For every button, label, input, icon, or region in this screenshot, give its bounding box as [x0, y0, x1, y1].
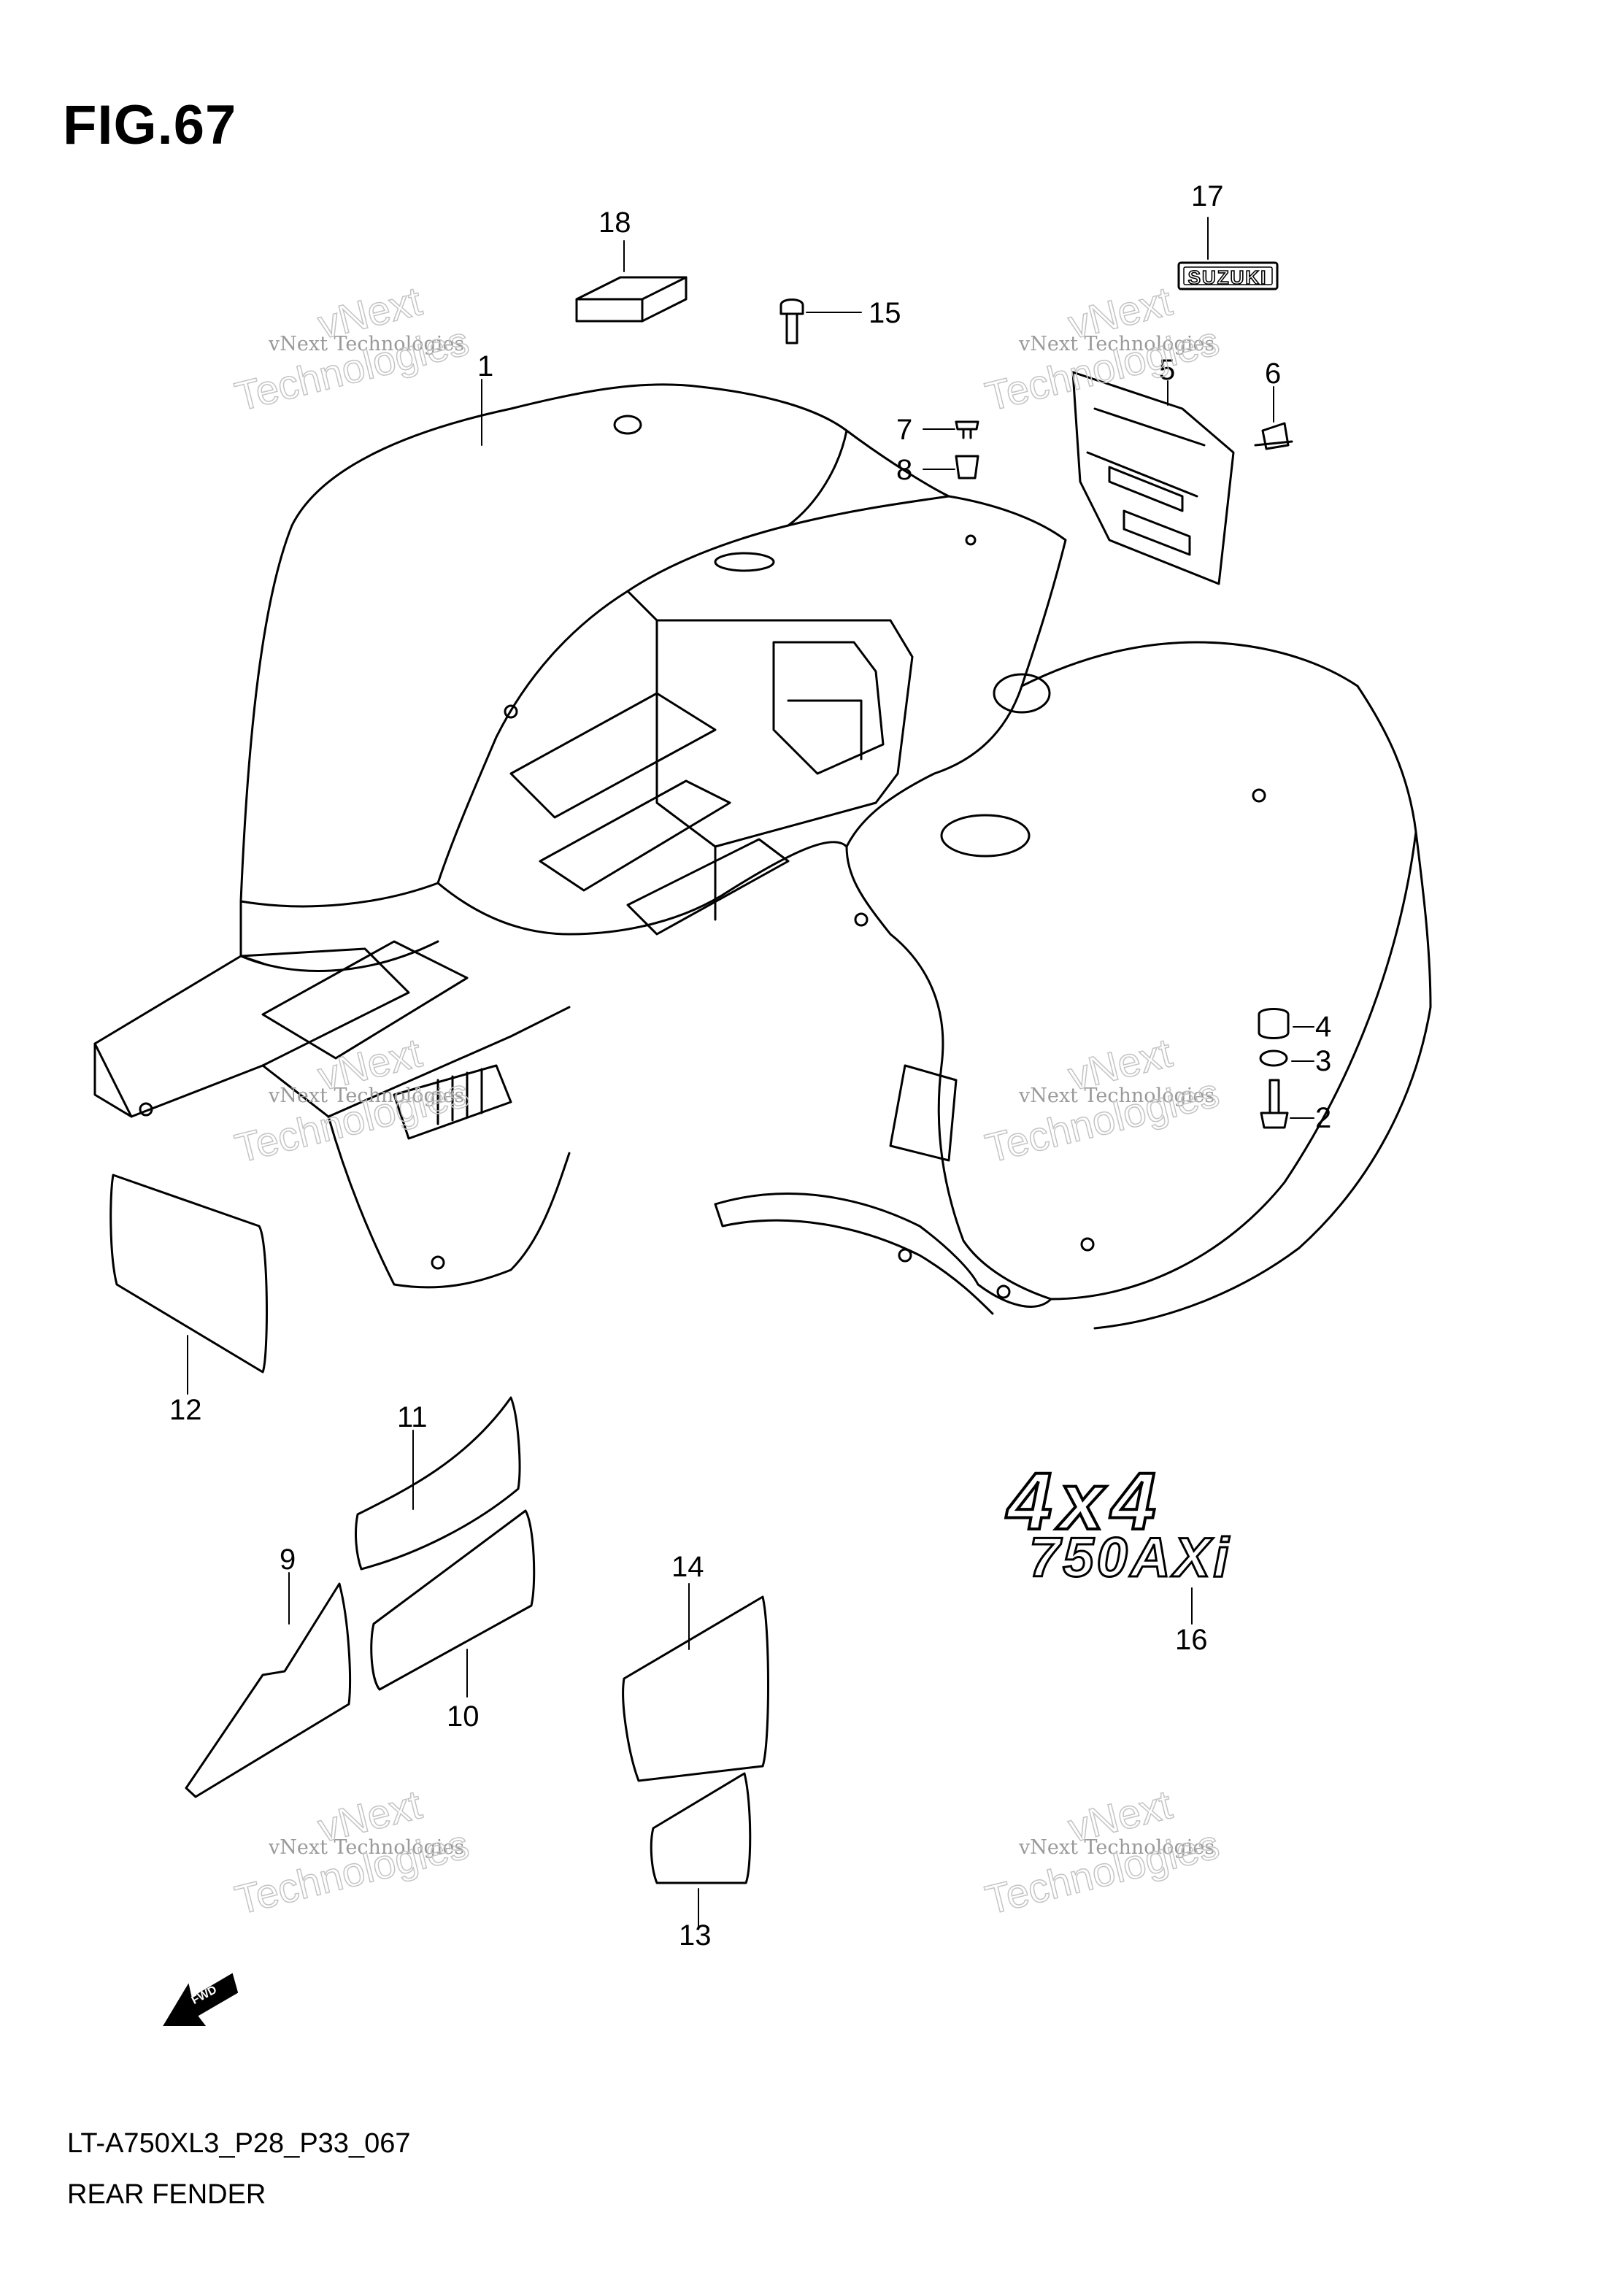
callout-7: 7	[896, 414, 912, 446]
decal-14	[622, 1595, 769, 1782]
watermark-bottom-right: vNext Technologies Technologies vNext	[980, 1781, 1224, 1924]
4x4-750axi-decal: 4x4 750AXi	[1004, 1455, 1232, 1590]
license-bracket	[1071, 371, 1235, 585]
watermark-top-right: vNext Technologies Technologies vNext	[980, 277, 1224, 420]
callout-5: 5	[1159, 354, 1175, 386]
callout-6: 6	[1265, 358, 1281, 390]
suzuki-text: SUZUKI	[1188, 266, 1268, 288]
decal-text-750axi: 750AXi	[1029, 1527, 1232, 1589]
callout-17: 17	[1191, 180, 1224, 212]
callout-9: 9	[280, 1544, 296, 1576]
callout-14: 14	[671, 1551, 704, 1583]
decal-11	[355, 1396, 521, 1571]
decal-text-4x4: 4x4	[1006, 1457, 1163, 1546]
callout-11: 11	[397, 1401, 428, 1433]
block-18	[575, 276, 688, 323]
rear-fender-body	[93, 383, 1432, 1330]
svg-text:vNext Technologies: vNext Technologies	[268, 1085, 464, 1107]
svg-text:vNext Technologies: vNext Technologies	[268, 1836, 464, 1859]
callout-4: 4	[1315, 1011, 1331, 1043]
svg-text:vNext Technologies: vNext Technologies	[268, 333, 464, 355]
svg-text:vNext Technologies: vNext Technologies	[1018, 1836, 1214, 1859]
watermark-top-left: vNext Technologies Technologies vNext	[230, 277, 474, 420]
fwd-arrow-icon: FWD	[163, 1973, 239, 2026]
watermark-group: vNext Technologies Technologies vNext vN…	[230, 277, 1224, 1924]
figure-code: LT-A750XL3_P28_P33_067	[67, 2128, 411, 2159]
suzuki-emblem	[1177, 261, 1279, 290]
callout-1: 1	[477, 350, 493, 382]
callout-13: 13	[679, 1919, 712, 1952]
decal-10	[370, 1509, 536, 1691]
callout-2: 2	[1315, 1102, 1331, 1134]
callout-16: 16	[1175, 1624, 1208, 1656]
svg-text:vNext Technologies: vNext Technologies	[1018, 1085, 1214, 1107]
bolt-15	[779, 298, 804, 344]
figure-label: FIG.67	[63, 94, 237, 156]
callout-10: 10	[447, 1700, 480, 1733]
callout-8: 8	[896, 454, 912, 486]
watermark-middle-right: vNext Technologies Technologies vNext	[980, 1029, 1224, 1172]
callout-18: 18	[598, 207, 631, 239]
hardware-stack-2-3-4	[1258, 1008, 1290, 1129]
watermark-bottom-left: vNext Technologies Technologies vNext	[230, 1781, 474, 1924]
decal-13	[650, 1772, 752, 1884]
clip-6	[1254, 422, 1293, 450]
decal-12	[109, 1174, 268, 1374]
svg-text:vNext Technologies: vNext Technologies	[1018, 333, 1214, 355]
watermark-middle-left: vNext Technologies Technologies vNext	[230, 1029, 474, 1172]
figure-name: REAR FENDER	[67, 2179, 266, 2210]
decal-9	[185, 1582, 351, 1798]
callout-3: 3	[1315, 1045, 1331, 1077]
callout-15: 15	[869, 297, 901, 329]
callout-12: 12	[169, 1394, 202, 1426]
screw-7-and-nut-8	[955, 420, 979, 479]
